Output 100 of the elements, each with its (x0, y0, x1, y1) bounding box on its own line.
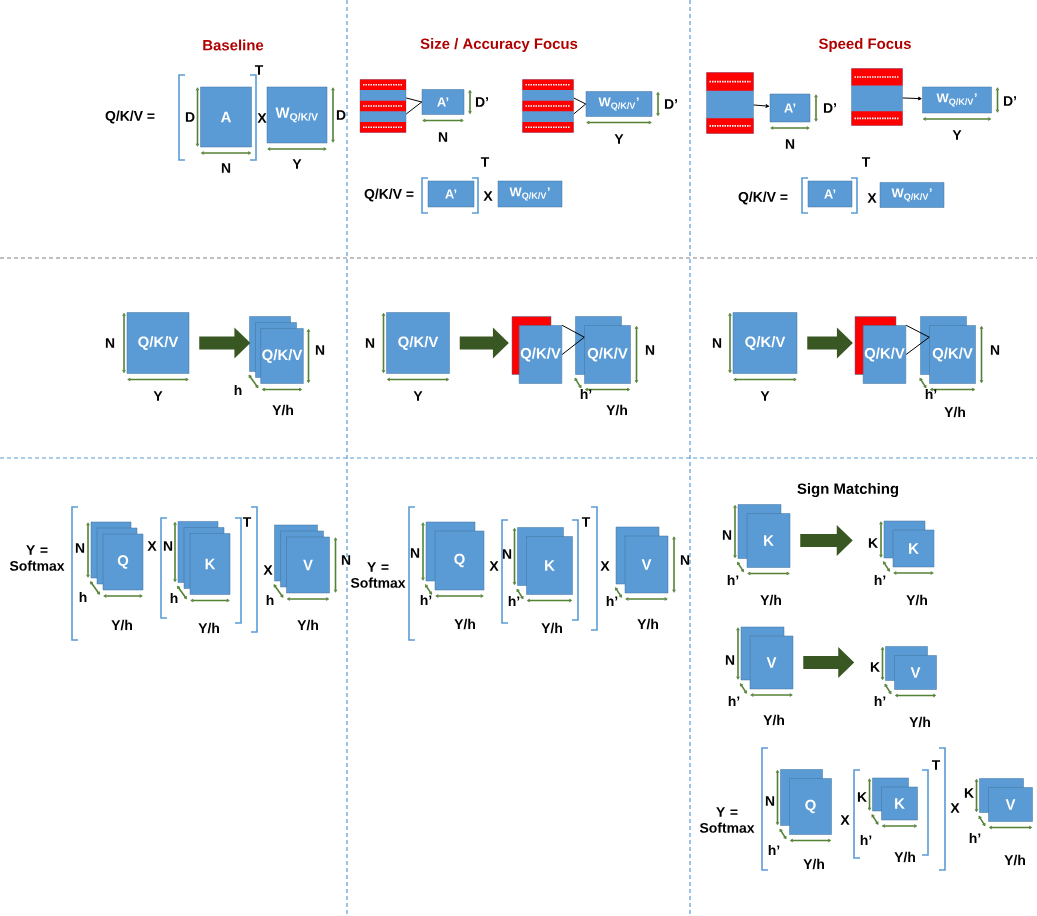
math-label: T (242, 517, 252, 527)
matrix-stack: K (883, 520, 935, 568)
math-label: D (336, 110, 346, 120)
math-label: h’ (874, 574, 886, 586)
math-label: T (581, 517, 591, 527)
math-label: Y (153, 391, 163, 401)
arrow (902, 96, 922, 101)
pruned-matrix (522, 79, 574, 133)
math-label: h’ (508, 595, 520, 607)
math-label: Y/h (454, 618, 475, 630)
math-label: Q/K/V = (105, 110, 155, 124)
math-label: h’ (925, 388, 937, 400)
math-label: X (950, 803, 960, 813)
math-label: Y/h (909, 716, 930, 728)
math-label: Y = Softmax (9, 545, 65, 571)
math-label: X (840, 815, 850, 825)
math-label: Y/h (606, 404, 627, 416)
matrix-stack: Q/K/V (920, 316, 976, 384)
matrix-stack: Q/K/V (854, 316, 907, 384)
arrow (753, 104, 770, 108)
math-label: N (990, 345, 1000, 355)
math-label: X (867, 193, 877, 203)
matrix-box: A’ (807, 180, 853, 208)
panel-title: Baseline (203, 39, 264, 51)
math-label: Y/h (637, 618, 658, 630)
math-label: N (105, 338, 115, 348)
math-label: X (483, 191, 493, 201)
math-label: h’ (727, 574, 739, 586)
math-label: Y/h (198, 622, 219, 634)
math-label: T (861, 157, 871, 167)
matrix-stack: V (740, 626, 794, 690)
math-label: Y/h (760, 594, 781, 606)
matrix-box: Q/K/V (126, 312, 190, 374)
math-label: Y/h (803, 858, 824, 870)
matrix-stack: Q/K/V (249, 316, 304, 384)
math-label: T (480, 157, 490, 167)
math-label: N (785, 139, 795, 149)
matrix-box: Q/K/V (732, 312, 798, 374)
math-label: Y/h (111, 619, 132, 631)
math-label: Y/h (541, 622, 562, 634)
math-label: X (600, 561, 610, 571)
matrix-stack: K (177, 521, 231, 595)
math-label: N (680, 555, 690, 565)
math-label: T (931, 760, 941, 770)
matrix-box: A’ (427, 180, 475, 208)
math-label: h (170, 592, 178, 604)
math-label: Y (292, 159, 302, 169)
math-label: h’ (969, 832, 981, 844)
math-label: Y = Softmax (350, 562, 406, 588)
pruned-matrix (851, 68, 903, 126)
math-label: Q/K/V = (364, 188, 414, 202)
math-label: X (489, 561, 499, 571)
math-label: h (234, 384, 242, 396)
matrix-stack: Q/K/V (575, 316, 631, 384)
math-label: Y/h (1004, 854, 1025, 866)
matrix-stack: Q (425, 521, 485, 591)
math-label: N (438, 132, 448, 142)
matrix-box: W$_{Q/K/V}$’ (922, 86, 992, 114)
panel-title: Speed Focus (818, 38, 911, 52)
panel-title: Sign Matching (797, 483, 899, 497)
math-label: h’ (860, 834, 872, 846)
matrix-stack: V (274, 524, 330, 594)
connector-line (405, 97, 423, 115)
connector-line (905, 324, 930, 355)
math-label: X (257, 113, 267, 123)
matrix-stack: K (872, 777, 918, 821)
panel-title: Size / Accuracy Focus (420, 38, 578, 52)
matrix-stack: Q/K/V (511, 316, 563, 384)
matrix-box: W$_{Q/K/V}$ (266, 86, 328, 144)
connector-line (561, 324, 585, 355)
matrix-stack: K (737, 504, 791, 568)
pruned-matrix (359, 79, 407, 133)
matrix-box: W$_{Q/K/V}$’ (879, 182, 945, 208)
matrix-box: A (200, 86, 252, 148)
connector-line (573, 97, 587, 115)
math-label: Y/h (944, 406, 965, 418)
math-label: N (645, 345, 655, 355)
math-label: N (315, 345, 325, 355)
math-label: Y/h (763, 714, 784, 726)
math-label: N (221, 163, 231, 173)
math-label: N (502, 549, 512, 559)
math-label: T (254, 65, 264, 75)
matrix-stack: V (885, 646, 937, 690)
matrix-stack: K (517, 527, 573, 595)
math-label: D’ (823, 103, 836, 113)
math-label: Y (952, 130, 962, 140)
math-label: h’ (580, 388, 592, 400)
matrix-stack: V (615, 526, 669, 594)
pruned-matrix (706, 72, 754, 134)
matrix-stack: Q (90, 521, 144, 591)
math-label: h (266, 594, 274, 606)
matrix-box: W$_{Q/K/V}$’ (585, 91, 653, 117)
matrix-box: W$_{Q/K/V}$’ (497, 180, 563, 208)
matrix-box: A’ (769, 93, 811, 123)
matrix-box: Q/K/V (386, 312, 450, 374)
math-label: Y (614, 134, 624, 144)
math-label: h’ (420, 594, 432, 606)
math-label: Q/K/V = (738, 191, 788, 205)
math-label: Y = Softmax (699, 807, 755, 833)
math-label: D’ (664, 99, 677, 109)
